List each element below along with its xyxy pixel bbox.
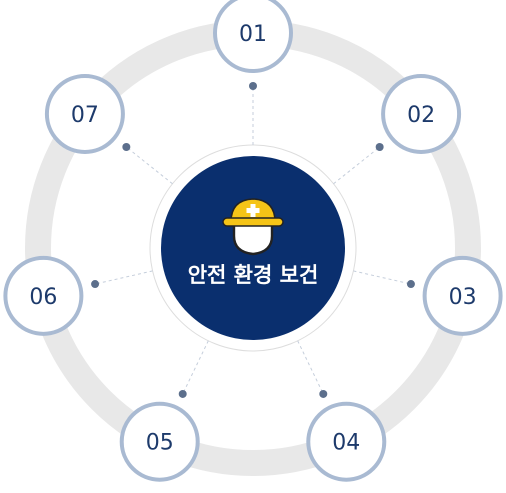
node-circle <box>213 0 293 73</box>
connector-dot-06 <box>91 280 100 289</box>
node-06[interactable]: 06 <box>3 255 84 336</box>
node-01[interactable]: 01 <box>213 0 293 73</box>
node-group: 01 02 03 04 05 06 07 <box>3 0 503 482</box>
connector-dot-07 <box>122 142 131 151</box>
connector-line-07 <box>126 146 173 185</box>
connector-dot-04 <box>319 389 328 398</box>
node-label: 01 <box>239 22 267 47</box>
connector-line-06 <box>94 270 153 285</box>
node-circle <box>381 73 462 154</box>
node-circle <box>3 255 84 336</box>
connector-line-05 <box>182 340 209 395</box>
connector-line-02 <box>333 146 380 185</box>
node-03[interactable]: 03 <box>422 255 503 336</box>
node-label: 05 <box>146 431 174 456</box>
node-label: 04 <box>332 431 360 456</box>
node-label: 07 <box>71 103 99 128</box>
node-04[interactable]: 04 <box>306 401 387 482</box>
node-05[interactable]: 05 <box>119 401 200 482</box>
connector-line-04 <box>297 340 324 395</box>
connector-dot-01 <box>249 82 257 90</box>
node-label: 02 <box>407 103 435 128</box>
node-label: 03 <box>449 285 477 310</box>
node-circle <box>306 401 387 482</box>
node-02[interactable]: 02 <box>381 73 462 154</box>
node-circle <box>422 255 503 336</box>
node-07[interactable]: 07 <box>44 73 125 154</box>
connector-group <box>91 82 415 398</box>
connector-line-03 <box>353 270 412 285</box>
node-circle <box>119 401 200 482</box>
node-label: 06 <box>29 285 57 310</box>
connector-dot-02 <box>375 142 384 151</box>
node-circle <box>44 73 125 154</box>
hard-hat-icon <box>222 198 284 256</box>
center-label: 안전 환경 보건 <box>188 263 319 287</box>
connector-dot-05 <box>178 389 187 398</box>
connector-dot-03 <box>406 280 415 289</box>
